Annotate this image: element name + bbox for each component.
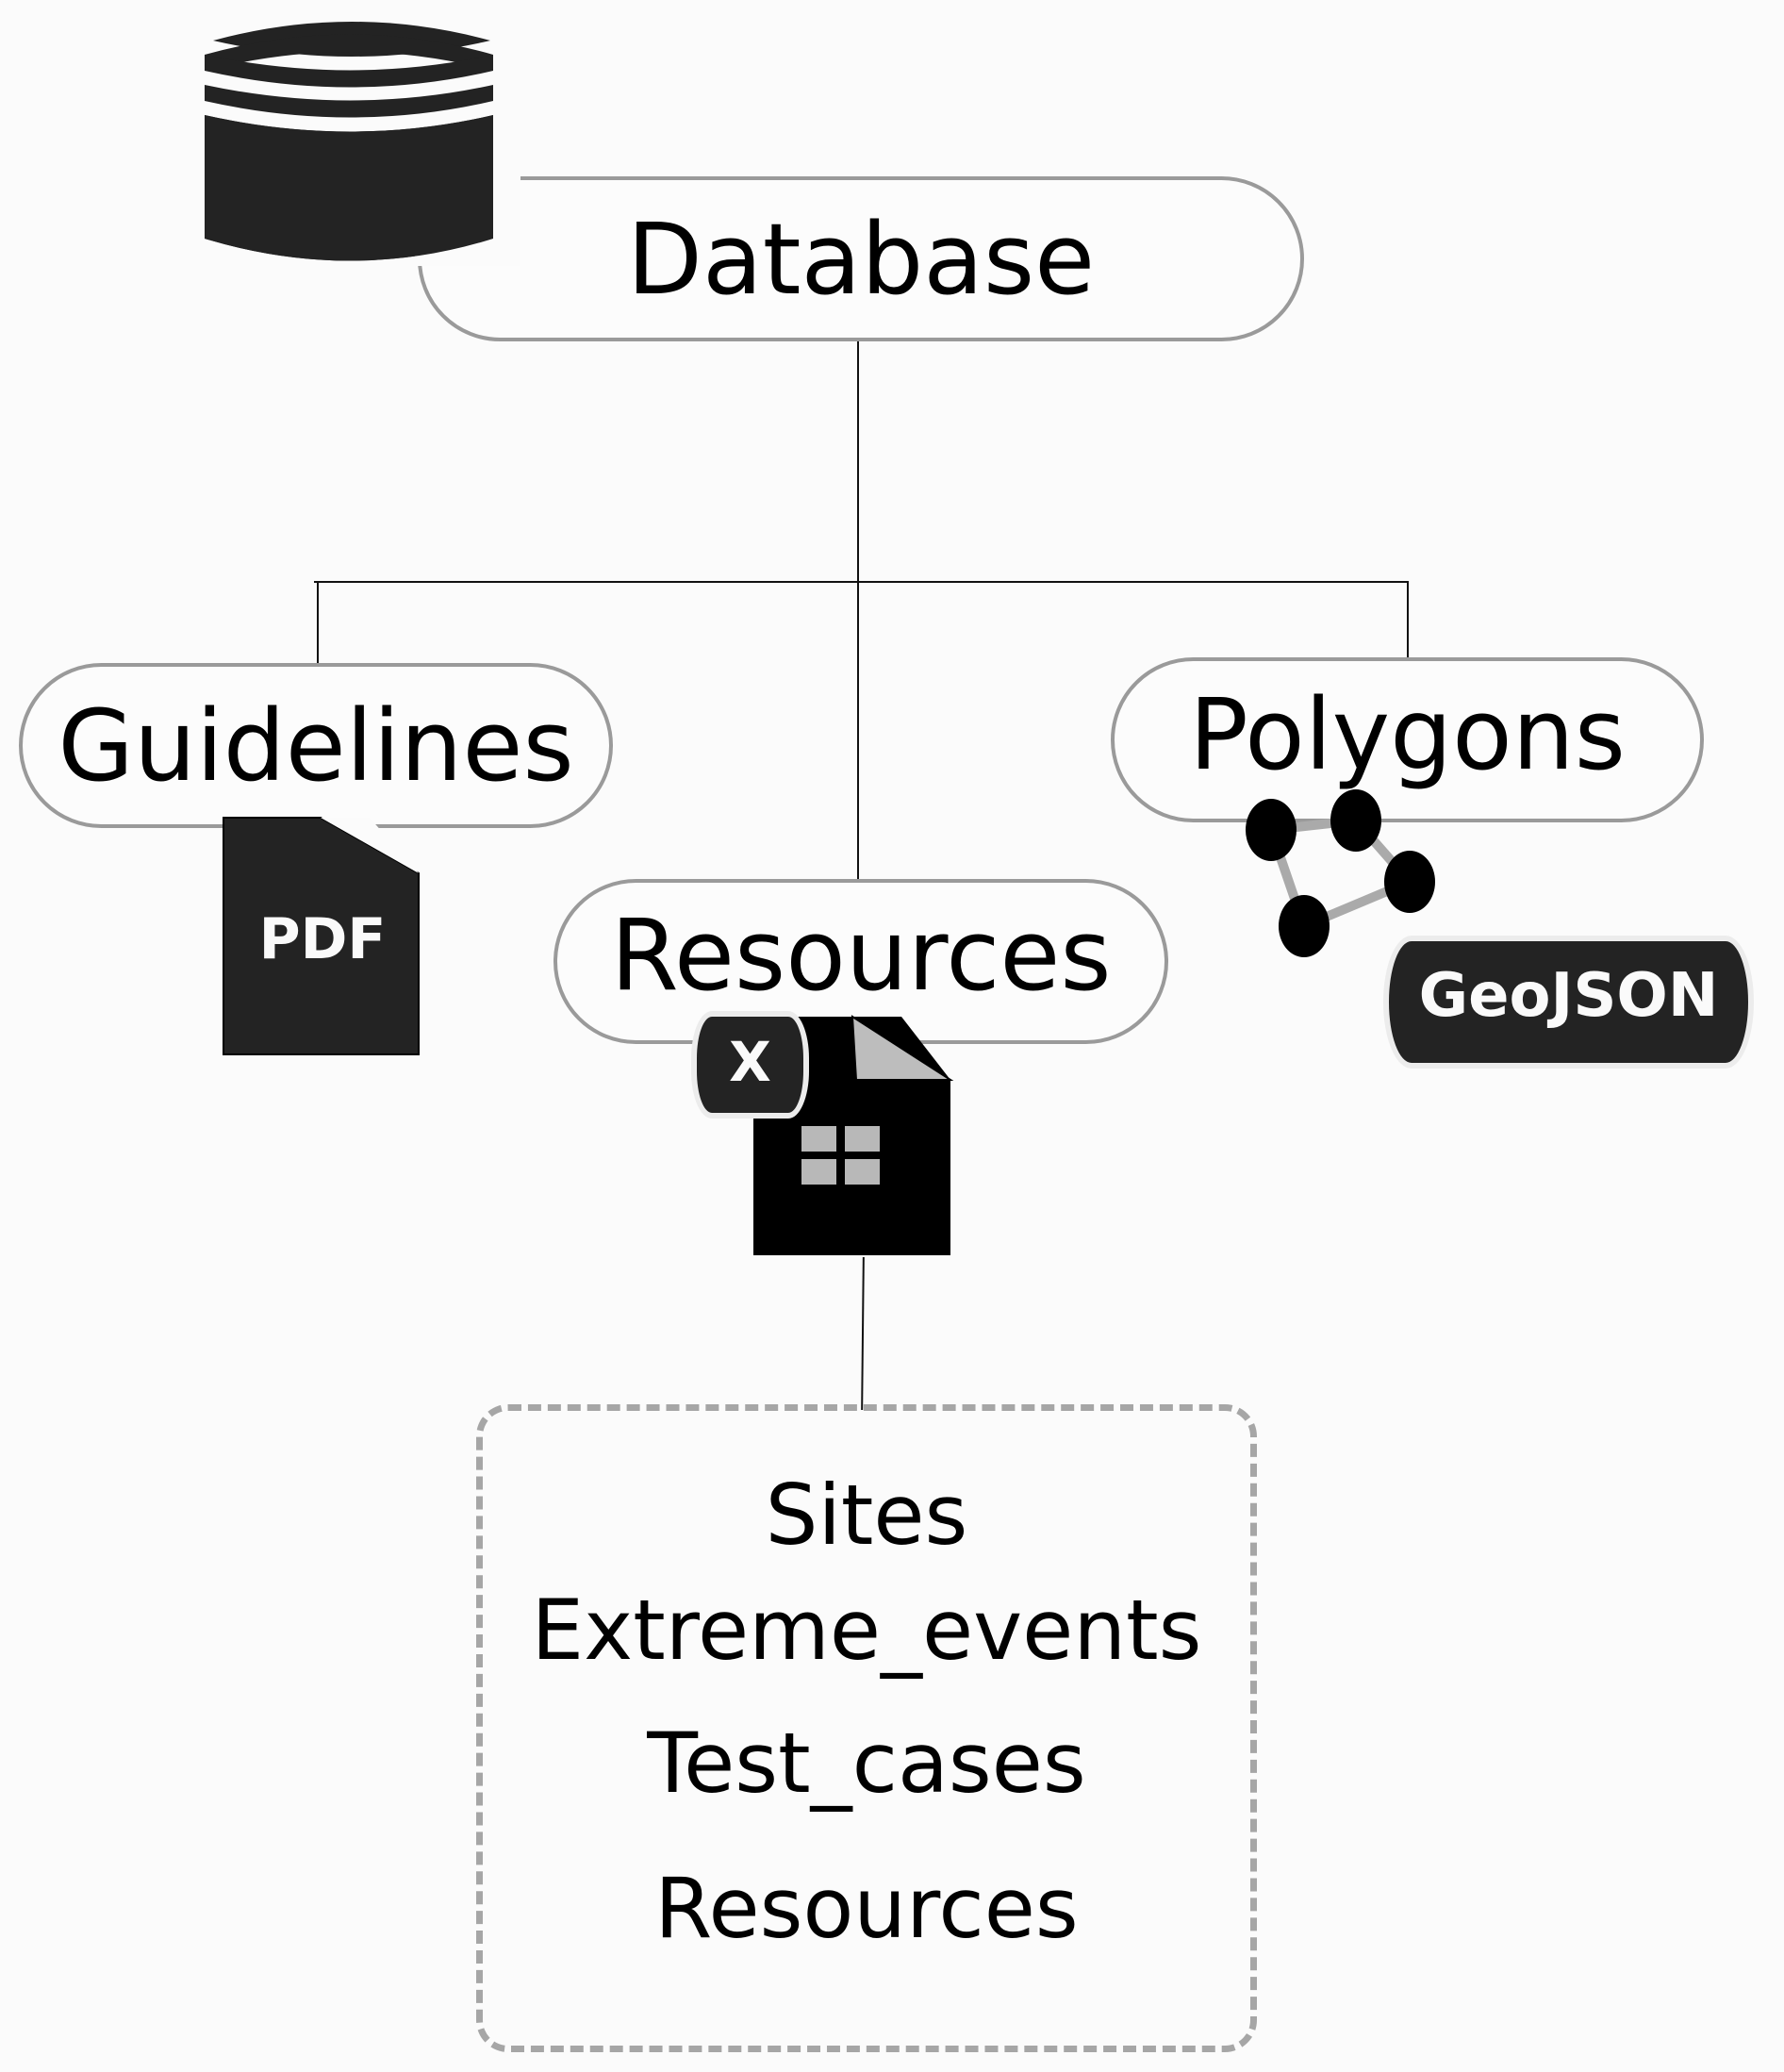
node-database[interactable]: Database [418, 176, 1304, 341]
connector-polygons [1407, 582, 1409, 671]
geojson-badge [1383, 936, 1754, 1069]
node-guidelines-label: Guidelines [58, 688, 574, 804]
excel-x-badge-label: X [729, 1030, 771, 1094]
connector-horizontal [314, 581, 1409, 583]
pdf-file-icon [223, 817, 420, 1055]
polygon-icon [1246, 789, 1435, 957]
pdf-icon-label: PDF [258, 906, 387, 972]
resources-contents-box [476, 1404, 1257, 2052]
connector-guidelines [317, 582, 319, 672]
list-item-sites: Sites [765, 1467, 968, 1564]
list-item-test-cases: Test_cases [647, 1715, 1086, 1812]
connector-root-down [857, 341, 859, 879]
node-polygons-label: Polygons [1189, 676, 1626, 792]
geojson-badge-label: GeoJSON [1418, 961, 1719, 1031]
node-guidelines[interactable]: Guidelines [19, 663, 613, 828]
database-icon-overlay [205, 115, 493, 261]
excel-x-badge [691, 1011, 809, 1119]
list-item-extreme-events: Extreme_events [531, 1582, 1202, 1679]
list-item-resources: Resources [654, 1860, 1079, 1957]
node-resources-label: Resources [610, 897, 1112, 1013]
node-database-label: Database [626, 201, 1096, 317]
node-polygons[interactable]: Polygons [1111, 657, 1704, 822]
connector-resources-list [861, 1256, 865, 1411]
node-resources[interactable]: Resources [553, 879, 1168, 1044]
